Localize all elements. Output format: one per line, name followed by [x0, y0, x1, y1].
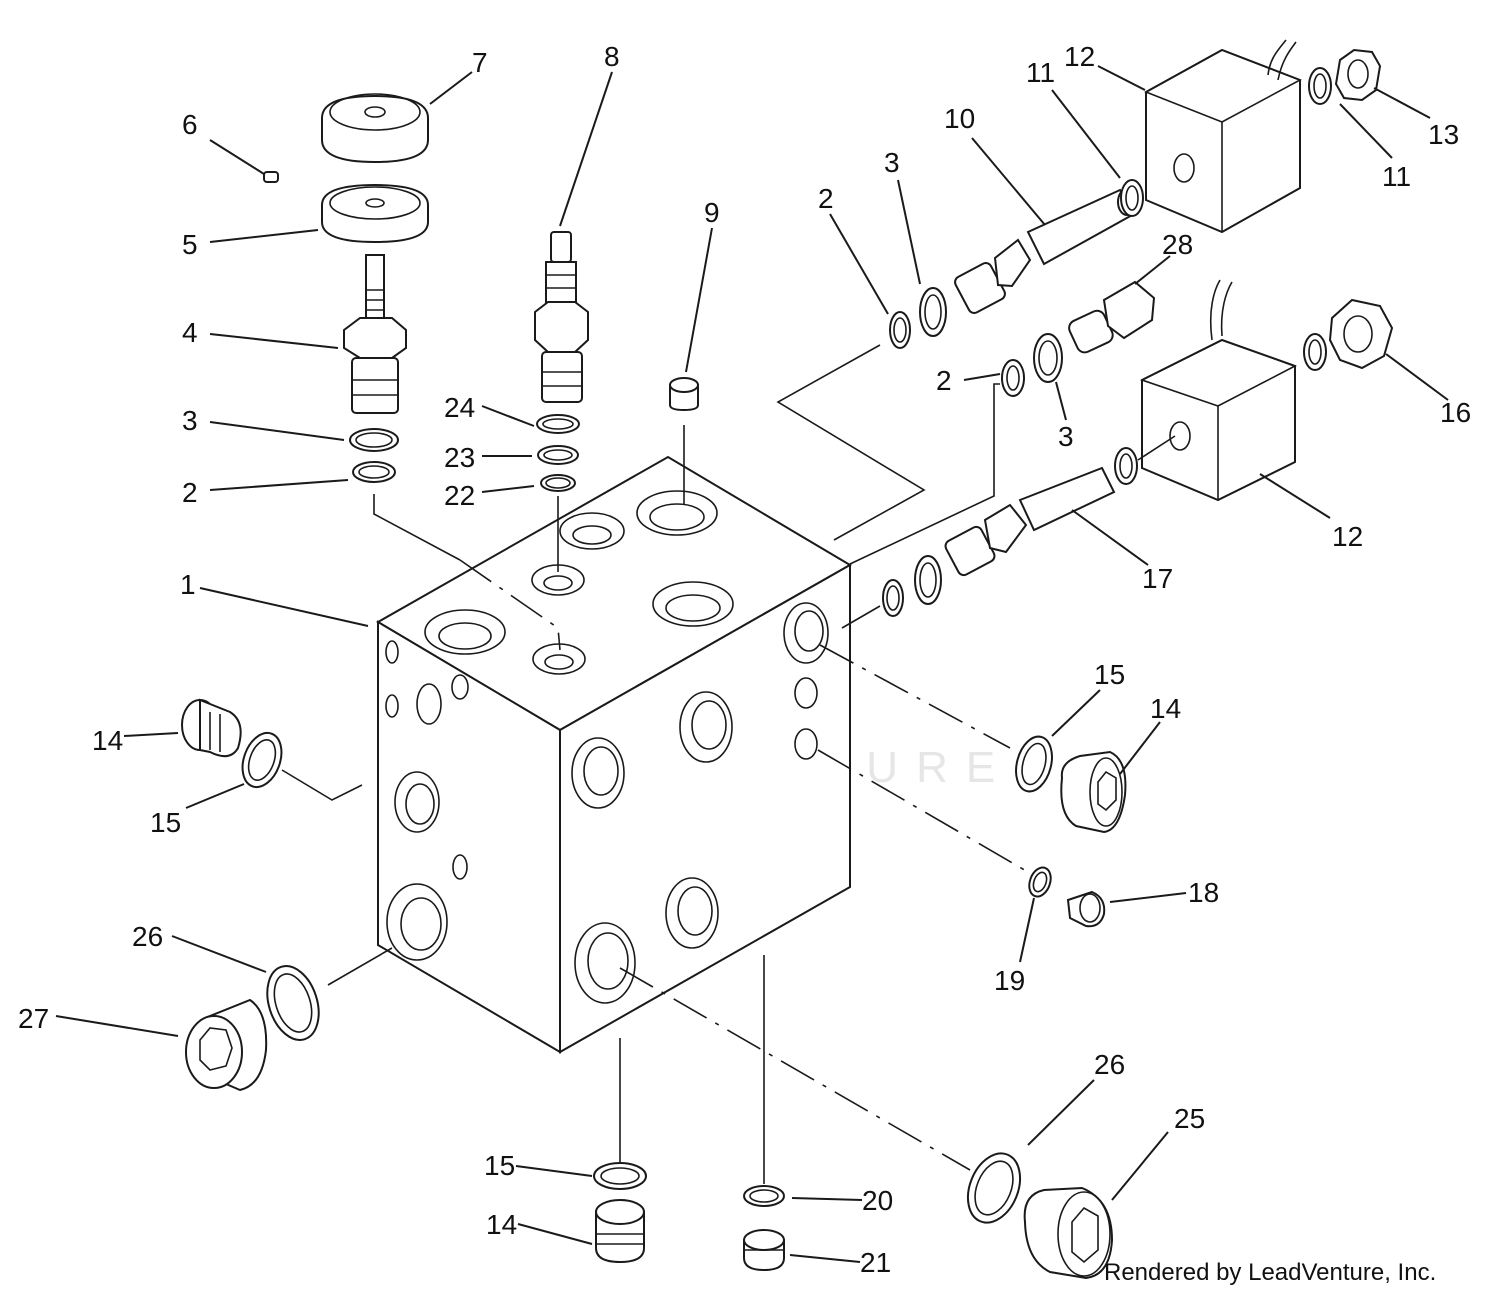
callout-28: 28	[1162, 229, 1193, 260]
callout-14-right: 14	[1150, 693, 1181, 724]
callout-14-bottom: 14	[486, 1209, 517, 1240]
callout-19: 19	[994, 965, 1025, 996]
o-ring-11-right	[1308, 67, 1332, 105]
o-ring-3-middle	[1033, 333, 1063, 383]
callout-1: 1	[180, 569, 196, 600]
plug-14-bottom	[595, 1199, 645, 1264]
solenoid-coil-12-upper	[1144, 39, 1302, 234]
callout-22: 22	[444, 480, 475, 511]
callout-20: 20	[862, 1185, 893, 1216]
callout-13: 13	[1428, 119, 1459, 150]
callout-8: 8	[604, 41, 620, 72]
o-ring-3-lower	[914, 555, 942, 605]
callout-5: 5	[182, 229, 198, 260]
callout-27: 27	[18, 1003, 49, 1034]
o-ring-15-left	[241, 731, 283, 789]
cap-nut-7	[321, 93, 429, 164]
callout-14-left: 14	[92, 725, 123, 756]
o-ring-26-right	[966, 1152, 1022, 1224]
set-screw-6	[263, 171, 279, 183]
callout-3-left: 3	[182, 405, 198, 436]
leader-lines	[55, 65, 1449, 1263]
callout-10: 10	[944, 103, 975, 134]
plug-18	[1066, 890, 1106, 928]
relief-valve-8	[534, 231, 589, 403]
o-ring-3-left	[349, 428, 399, 452]
callout-3-middle: 3	[1058, 421, 1074, 452]
callout-15-left: 15	[150, 807, 181, 838]
callout-4: 4	[182, 317, 198, 348]
callout-2-middle: 2	[936, 365, 952, 396]
callout-16: 16	[1440, 397, 1471, 428]
callout-21: 21	[860, 1247, 891, 1278]
callout-7: 7	[472, 47, 488, 78]
callout-18: 18	[1188, 877, 1219, 908]
plug-14-right	[1060, 750, 1127, 834]
callout-11-right: 11	[1382, 161, 1411, 192]
o-ring-3-upper	[919, 287, 947, 337]
o-ring-2-lower	[882, 579, 904, 617]
nut-13	[1334, 48, 1382, 102]
manifold-block	[376, 455, 852, 1054]
callout-17: 17	[1142, 563, 1173, 594]
o-ring-15-bottom	[593, 1162, 647, 1190]
callout-6: 6	[182, 109, 198, 140]
cartridge-valve-4	[343, 254, 407, 414]
o-ring-20	[743, 1185, 785, 1207]
o-ring-15-right	[1015, 735, 1053, 793]
plug-9	[669, 377, 699, 412]
callout-9: 9	[704, 197, 720, 228]
callout-2-left: 2	[182, 477, 198, 508]
plug-25	[1023, 1186, 1114, 1280]
callout-26-left: 26	[132, 921, 163, 952]
check-valve-28	[1068, 280, 1156, 354]
credit-text: Rendered by LeadVenture, Inc.	[1104, 1259, 1436, 1286]
o-ring-23	[537, 445, 579, 465]
solenoid-coil-12-lower	[1139, 279, 1297, 502]
callout-3-upper: 3	[884, 147, 900, 178]
plug-14-left	[181, 698, 242, 758]
o-ring-16-washer	[1303, 333, 1327, 371]
o-ring-2-left	[352, 461, 396, 483]
washer-5	[321, 183, 429, 244]
callout-23: 23	[444, 442, 475, 473]
o-ring-26-left	[266, 965, 320, 1041]
callout-12-upper: 12	[1064, 41, 1095, 72]
o-ring-2-middle	[1001, 359, 1025, 397]
callout-11-left: 11	[1026, 57, 1055, 88]
o-ring-22	[540, 474, 576, 492]
callout-15-bottom: 15	[484, 1150, 515, 1181]
callout-25: 25	[1174, 1103, 1205, 1134]
solenoid-cartridge-17	[944, 466, 1116, 577]
assembly-lines	[281, 344, 1176, 1184]
callout-2-upper: 2	[818, 183, 834, 214]
o-ring-24	[536, 414, 580, 434]
plug-27	[185, 998, 268, 1092]
callout-12-lower: 12	[1332, 521, 1363, 552]
nut-16	[1328, 298, 1394, 370]
o-ring-19	[1028, 866, 1052, 898]
o-ring-2-upper	[889, 311, 911, 349]
callouts: 1 2 3 4 5 6 7 8 9 10 11 11 12 12 13 14 1…	[18, 41, 1471, 1278]
callout-24: 24	[444, 392, 475, 423]
callout-15-right: 15	[1094, 659, 1125, 690]
o-ring-lower-coil	[1114, 447, 1138, 485]
callout-26-right: 26	[1094, 1049, 1125, 1080]
plug-21	[743, 1229, 785, 1272]
o-ring-11-left	[1120, 179, 1144, 217]
solenoid-cartridge-10	[954, 188, 1137, 314]
